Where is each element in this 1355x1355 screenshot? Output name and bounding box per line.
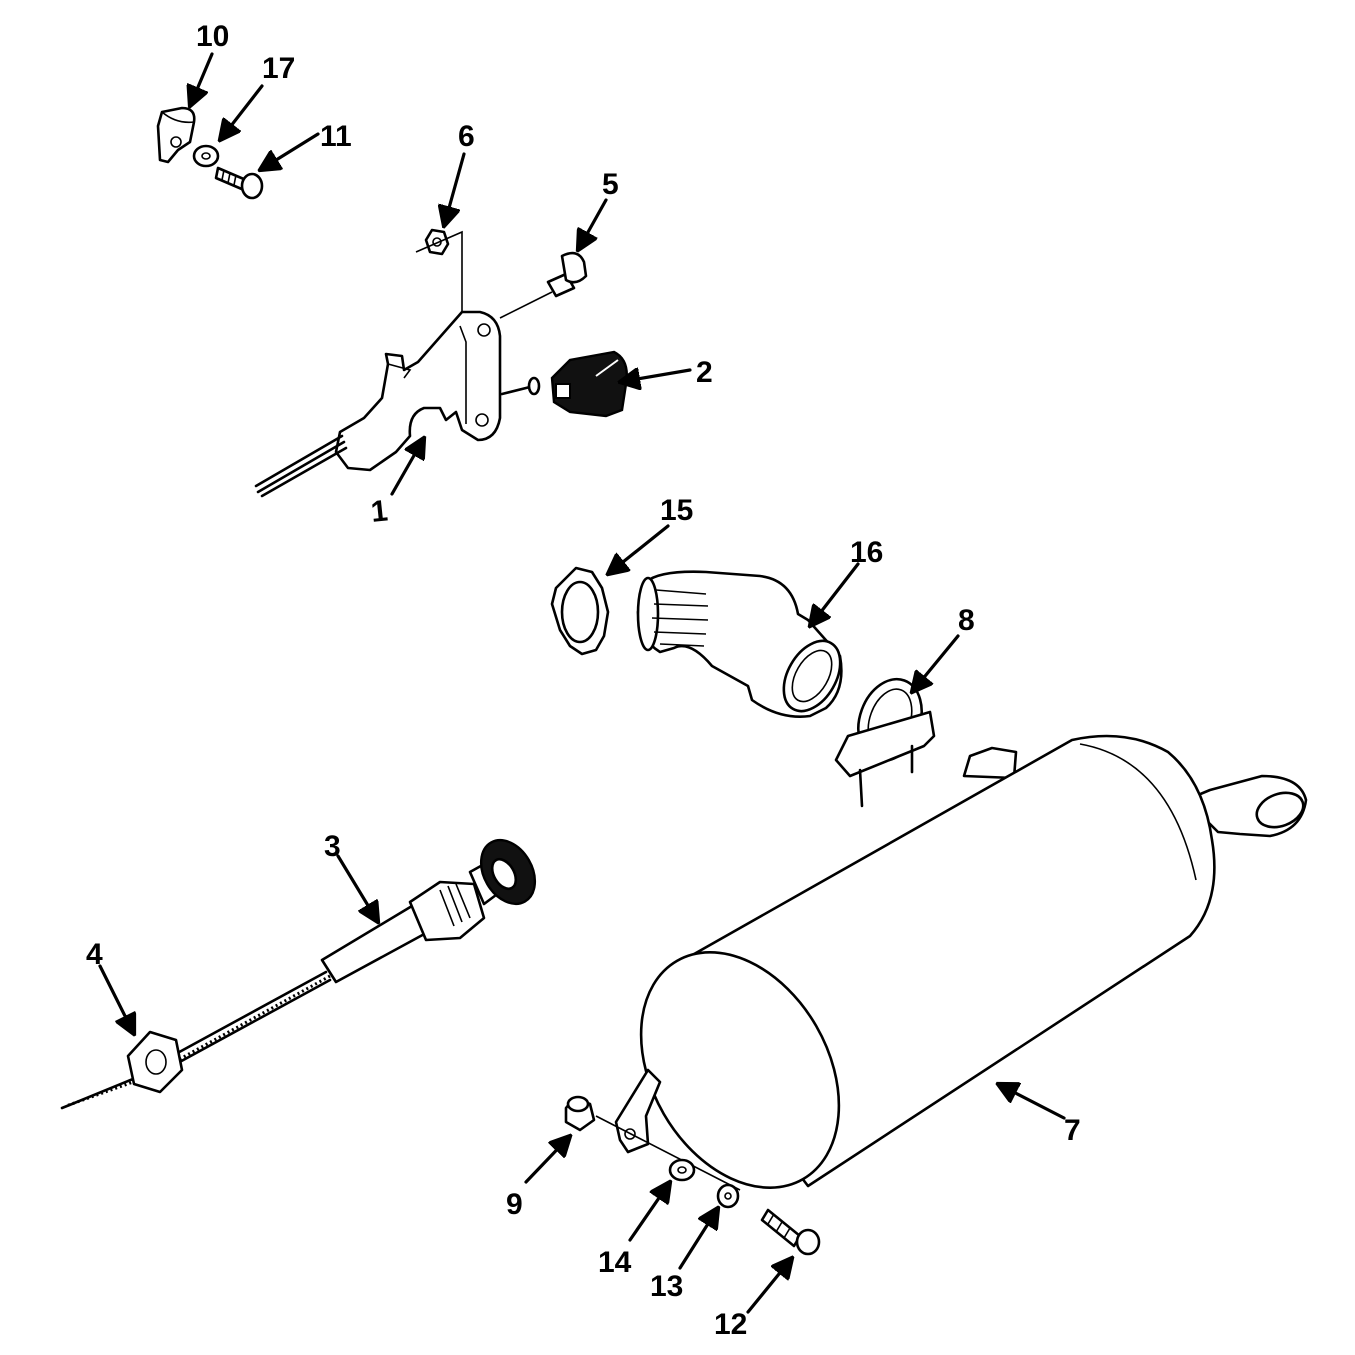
callout-10: 10	[196, 20, 229, 53]
muffler-part	[595, 734, 1308, 1191]
callout-labels: 1 2 3 4 5 6 7 8 9 10 11 12 13 14 15 16 1…	[86, 20, 1081, 1341]
callout-4: 4	[86, 938, 103, 971]
callout-3: 3	[324, 830, 341, 863]
callout-16: 16	[850, 536, 883, 569]
callout-9: 9	[506, 1188, 523, 1221]
callout-2: 2	[696, 356, 713, 389]
washer-part	[192, 144, 220, 168]
knob-part	[550, 350, 628, 418]
leader-arrows	[98, 52, 1066, 1314]
cable-clamp-part	[156, 106, 196, 164]
callout-13: 13	[650, 1270, 683, 1303]
screw-part	[214, 166, 264, 200]
u-bolt-clamp-part	[834, 677, 936, 808]
hex-nut-part	[126, 1030, 184, 1094]
spacer-part	[564, 1095, 596, 1132]
nut-part	[415, 228, 463, 320]
callout-12: 12	[714, 1308, 747, 1341]
callout-8: 8	[958, 604, 975, 637]
callout-1: 1	[369, 494, 389, 529]
lock-washer-part	[550, 566, 610, 656]
callout-7: 7	[1064, 1114, 1081, 1147]
control-bracket-part	[254, 310, 541, 498]
callout-14: 14	[598, 1246, 632, 1279]
callout-6: 6	[458, 120, 475, 153]
washer-part	[668, 1158, 696, 1182]
bolt-part	[760, 1208, 821, 1256]
callout-17: 17	[262, 52, 295, 85]
callout-15: 15	[660, 494, 693, 527]
screw-part	[499, 251, 588, 319]
choke-cable-part	[60, 839, 537, 1110]
exhaust-elbow-part	[636, 570, 843, 718]
callout-5: 5	[602, 168, 619, 201]
callout-11: 11	[320, 120, 352, 153]
lock-washer-part	[716, 1183, 740, 1209]
